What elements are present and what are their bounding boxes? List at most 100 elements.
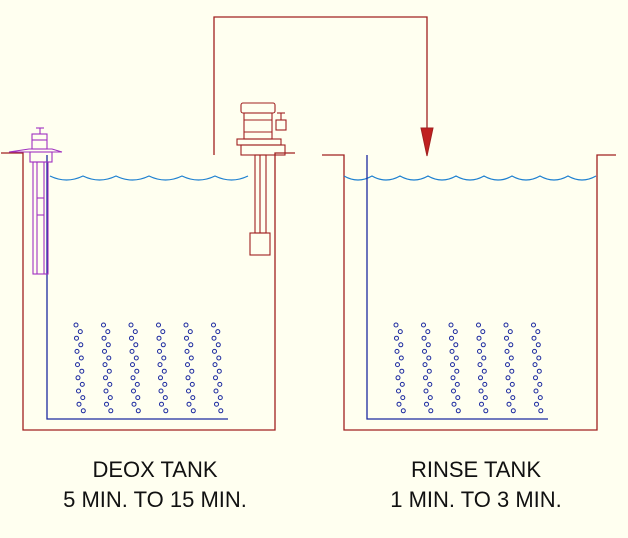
air-bubble	[106, 368, 112, 374]
air-bubble	[393, 322, 399, 328]
deox-air-sparger-pipe	[46, 155, 228, 420]
air-bubble	[476, 322, 481, 328]
deox-tank-time: 5 MIN. TO 15 MIN.	[63, 487, 247, 512]
air-bubble	[133, 355, 139, 361]
air-bubble	[217, 381, 223, 387]
air-bubble	[213, 388, 219, 394]
air-bubble	[105, 329, 111, 335]
deox-tank-name: DEOX TANK	[92, 457, 218, 482]
air-bubble	[107, 395, 113, 401]
air-bubble	[188, 355, 194, 361]
air-bubble	[421, 335, 427, 341]
air-bubble	[158, 375, 163, 381]
rinse-tank-caption: RINSE TANK 1 MIN. TO 3 MIN.	[326, 455, 626, 515]
air-bubble	[449, 348, 455, 354]
air-bubble	[163, 408, 169, 414]
air-bubble	[217, 395, 223, 401]
air-bubble	[422, 362, 428, 368]
air-bubble	[156, 335, 162, 341]
rinse-air-bubbles	[393, 322, 544, 414]
air-bubble	[104, 401, 109, 407]
air-bubble	[128, 322, 134, 328]
air-bubble	[423, 375, 428, 381]
air-bubble	[76, 401, 82, 407]
air-bubble	[79, 368, 85, 374]
air-bubble	[213, 375, 218, 381]
air-bubble	[396, 388, 401, 394]
air-bubble	[400, 395, 406, 401]
air-bubble	[80, 408, 86, 414]
air-bubble	[451, 388, 456, 394]
air-bubble	[535, 342, 541, 348]
air-bubble	[102, 348, 107, 354]
air-bubble	[481, 355, 487, 361]
air-bubble	[216, 355, 222, 361]
air-bubble	[503, 322, 509, 328]
air-bubble	[536, 368, 542, 374]
air-bubble	[184, 335, 189, 341]
air-bubble	[480, 342, 486, 348]
air-bubble	[129, 348, 135, 354]
air-bubble	[400, 408, 406, 414]
air-bubble	[397, 329, 403, 335]
rinse-water-surface	[343, 175, 597, 181]
air-bubble	[510, 395, 516, 401]
air-bubble	[508, 342, 514, 348]
air-bubble	[394, 335, 399, 341]
air-bubble	[395, 362, 400, 368]
air-bubble	[533, 388, 539, 394]
air-bubble	[80, 395, 86, 401]
air-bubble	[216, 368, 222, 374]
transfer-pipe	[213, 16, 428, 155]
air-bubble	[396, 401, 402, 407]
air-bubble	[481, 368, 487, 374]
air-bubble	[105, 342, 111, 348]
air-bubble	[103, 375, 108, 381]
air-bubble	[129, 335, 134, 341]
air-bubble	[504, 348, 510, 354]
air-bubble	[451, 401, 457, 407]
air-bubble	[427, 381, 433, 387]
air-bubble	[160, 329, 166, 335]
air-bubble	[395, 375, 401, 381]
air-bubble	[102, 362, 108, 368]
air-bubble	[425, 342, 431, 348]
air-bubble	[161, 368, 167, 374]
air-bubble	[508, 355, 514, 361]
air-bubble	[507, 329, 513, 335]
rinse-tank-outline	[322, 154, 616, 431]
air-bubble	[212, 348, 217, 354]
air-bubble	[160, 342, 166, 348]
air-bubble	[132, 329, 138, 335]
air-bubble	[394, 348, 400, 354]
air-bubble	[78, 342, 84, 348]
air-bubble	[215, 329, 221, 335]
air-bubble	[157, 348, 162, 354]
air-bubble	[505, 362, 510, 368]
air-bubble	[477, 348, 482, 354]
air-bubble	[162, 381, 168, 387]
air-bubble	[399, 381, 405, 387]
air-bubble	[108, 408, 114, 414]
air-bubble	[483, 408, 489, 414]
air-bubble	[189, 368, 195, 374]
air-bubble	[533, 375, 538, 381]
air-bubble	[478, 388, 484, 394]
air-bubble	[190, 395, 196, 401]
air-bubble	[448, 322, 454, 328]
air-bubble	[535, 329, 541, 335]
air-bubble	[453, 342, 459, 348]
air-bubble	[450, 362, 455, 368]
air-bubble	[79, 381, 85, 387]
air-bubble	[212, 362, 218, 368]
air-bubble	[130, 375, 136, 381]
air-bubble	[531, 335, 537, 341]
air-bubble	[103, 388, 109, 394]
air-bubble	[505, 375, 511, 381]
air-bubble	[537, 381, 543, 387]
air-bubble	[183, 322, 189, 328]
air-bubble	[162, 395, 168, 401]
air-bubble	[453, 355, 459, 361]
air-bubble	[482, 381, 488, 387]
